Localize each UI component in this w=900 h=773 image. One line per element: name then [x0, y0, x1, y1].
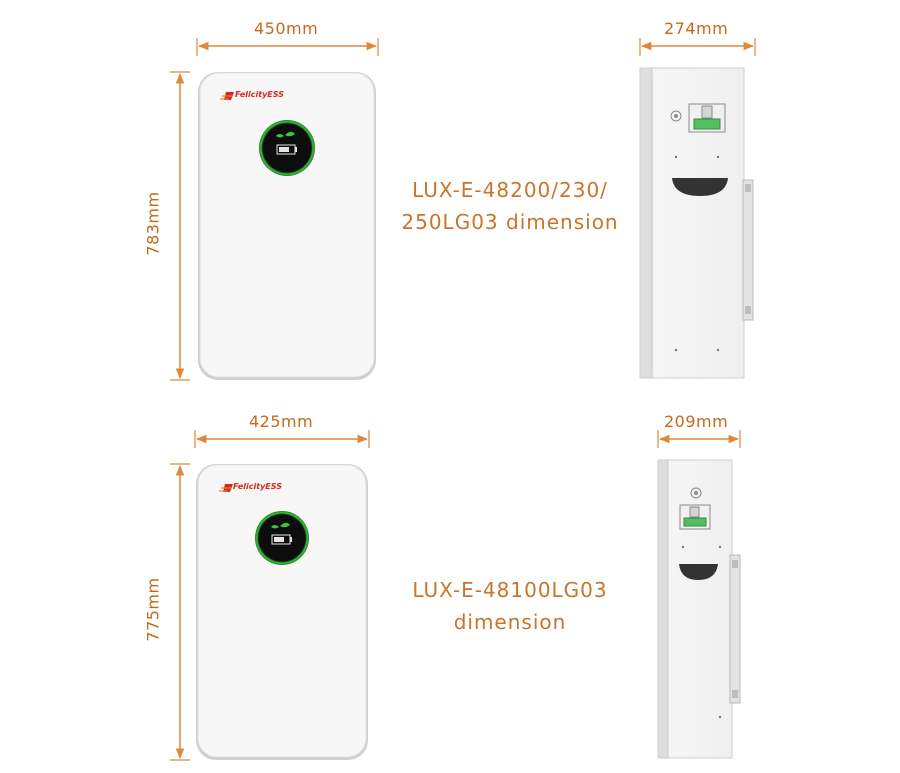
mounting-bracket: [742, 179, 754, 321]
model-caption: LUX-E-48100LG03 dimension: [395, 574, 625, 638]
breaker-switch: [688, 103, 726, 133]
depth-label: 274mm: [664, 19, 729, 38]
front-view-large: [170, 38, 379, 381]
side-view-small: [657, 430, 741, 759]
side-view-large: [639, 38, 756, 379]
brand-text: FelicityESS: [235, 90, 284, 99]
battery-icon: [276, 144, 297, 155]
handle-slot: [679, 564, 718, 580]
depth-label: 209mm: [664, 412, 729, 431]
height-label: 775mm: [143, 577, 163, 642]
caption-line: 250LG03 dimension: [401, 210, 619, 234]
mounting-bracket: [729, 554, 741, 704]
width-label: 450mm: [254, 19, 319, 38]
battery-icon: [271, 534, 292, 545]
front-view-small: [170, 430, 370, 761]
model-caption: LUX-E-48200/230/ 250LG03 dimension: [395, 174, 625, 238]
height-label: 783mm: [143, 191, 163, 256]
leaf-icon: [276, 131, 295, 138]
caption-line: LUX-E-48200/230/: [412, 178, 608, 202]
brand-logo: [219, 484, 233, 492]
handle-slot: [672, 178, 728, 196]
breaker-switch: [679, 504, 711, 530]
leaf-icon: [271, 522, 290, 529]
caption-line: dimension: [453, 610, 567, 634]
brand-text: FelicityESS: [233, 482, 282, 491]
brand-logo: [220, 92, 234, 100]
caption-line: LUX-E-48100LG03: [412, 578, 608, 602]
width-label: 425mm: [249, 412, 314, 431]
